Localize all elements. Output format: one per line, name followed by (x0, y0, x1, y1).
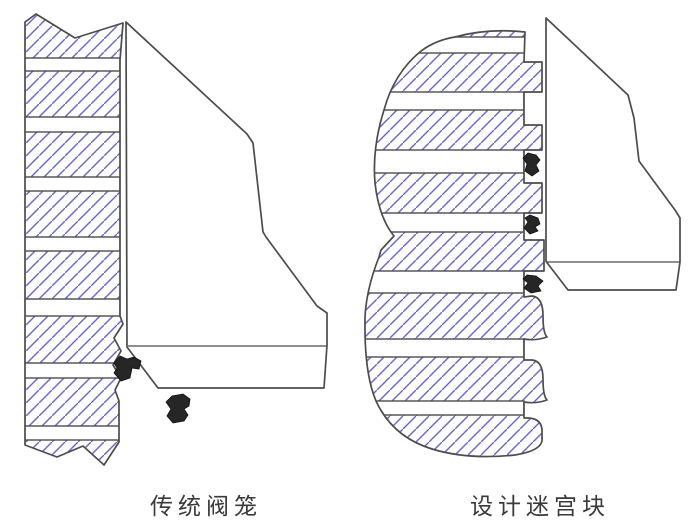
valve-plug-left (125, 21, 328, 389)
labyrinth-slot (364, 149, 525, 174)
right-diagram-caption: 设计迷宫块 (470, 494, 610, 519)
labyrinth-slot (364, 270, 525, 294)
cage-slot (25, 236, 121, 252)
labyrinth-slot (364, 212, 525, 233)
debris-particle (165, 393, 191, 424)
labyrinth-slot (364, 91, 525, 111)
debris-particle (523, 214, 541, 235)
cage-slot (25, 362, 121, 379)
debris-particle (522, 152, 541, 177)
labyrinth-slot (389, 36, 531, 54)
cage-slot (25, 298, 121, 317)
debris-particle (522, 274, 544, 294)
cage-slot (25, 57, 121, 72)
valve-plug-right (545, 17, 681, 291)
debris-particle (113, 355, 142, 382)
cage-slot (25, 425, 121, 441)
labyrinth-slot (364, 338, 525, 358)
plug-body (125, 21, 328, 389)
cage-slot (25, 176, 121, 192)
valve-cage-section (24, 13, 328, 466)
cage-slot (25, 116, 121, 133)
plug-body (545, 17, 681, 291)
labyrinth-block-section (364, 17, 681, 458)
left-diagram-caption: 传统阀笼 (150, 494, 262, 519)
